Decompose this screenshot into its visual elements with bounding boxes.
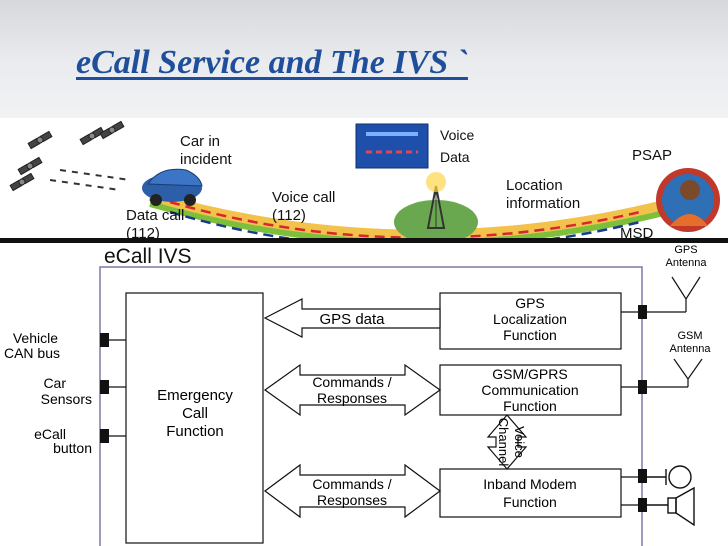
- microphone-icon: [647, 465, 692, 489]
- gps-block-line2: Localization: [493, 311, 567, 327]
- svg-text:eCall: eCall: [34, 426, 66, 442]
- location-info-line1: Location: [506, 177, 563, 194]
- gsm-antenna-label-line2: Antenna: [670, 343, 712, 355]
- ecall-ivs-diagram: eCall IVS Vehicle CAN bus Car Sensors eC…: [0, 243, 728, 546]
- gps-localization-block: [439, 292, 622, 350]
- input-car-sensors: Car Sensors: [41, 375, 109, 407]
- gps-data-label: GPS data: [319, 311, 385, 328]
- data-call-label-line1: Data call: [126, 207, 184, 224]
- legend-voice-label: Voice: [440, 127, 474, 143]
- inband-modem-block: [439, 468, 622, 518]
- gsm-antenna-icon: [647, 358, 703, 388]
- commands-arrow-1: [263, 363, 442, 417]
- input-ecall-button: eCall button: [34, 426, 109, 456]
- gps-antenna-icon: [647, 276, 701, 313]
- psap-operator-icon: [656, 168, 720, 232]
- svg-text:CAN bus: CAN bus: [4, 345, 60, 361]
- input-vehicle-can: Vehicle CAN bus: [4, 330, 109, 361]
- data-call-label-line2: (112): [126, 225, 160, 242]
- gps-antenna-label-line2: Antenna: [666, 257, 708, 269]
- emergency-block-line1: Emergency: [157, 387, 233, 404]
- msd-label: MSD: [620, 225, 654, 242]
- gps-antenna-label-line1: GPS: [674, 244, 697, 256]
- location-info-line2: information: [506, 195, 580, 212]
- mic-connector: [638, 469, 647, 483]
- ecall-overview: Voice Data Car in incident Voice call (1…: [0, 118, 728, 242]
- svg-text:Vehicle: Vehicle: [13, 330, 58, 346]
- cell-tower-icon: [394, 172, 478, 242]
- voice-channel-line1: Voice: [512, 426, 527, 458]
- voice-call-label-line1: Voice call: [272, 189, 335, 206]
- car-label-line1: Car in: [180, 133, 220, 150]
- voice-channel-line2: Channel: [496, 418, 511, 467]
- commands-1-line2: Responses: [317, 390, 387, 406]
- commands-2-line2: Responses: [317, 492, 387, 508]
- speaker-connector: [638, 498, 647, 512]
- gps-block-line1: GPS: [515, 295, 545, 311]
- modem-block-line1: Inband Modem: [483, 476, 576, 492]
- ivs-title: eCall IVS: [104, 245, 192, 268]
- voice-channel-arrow: [486, 414, 528, 470]
- svg-text:button: button: [53, 440, 92, 456]
- voice-call-label-line2: (112): [272, 207, 306, 224]
- emergency-block-line2: Call: [182, 405, 208, 422]
- commands-2-line1: Commands /: [312, 476, 391, 492]
- title-band: [0, 0, 728, 124]
- gps-data-arrow: [263, 298, 441, 338]
- gps-connector: [638, 305, 647, 319]
- svg-text:Sensors: Sensors: [41, 391, 92, 407]
- emergency-call-block: [125, 292, 264, 544]
- gsm-gprs-block: [439, 364, 622, 416]
- gsm-block-line3: Function: [503, 398, 557, 414]
- legend-box: [355, 123, 429, 169]
- car-label-line2: incident: [180, 151, 233, 168]
- band-divider: [0, 238, 728, 243]
- speaker-icon: [647, 486, 695, 527]
- satellite-icon: [9, 120, 125, 192]
- commands-arrow-2: [263, 463, 442, 519]
- legend-data-label: Data: [440, 149, 470, 165]
- gsm-block-line2: Communication: [481, 382, 578, 398]
- modem-block-line2: Function: [503, 494, 557, 510]
- ivs-frame: [99, 266, 643, 546]
- gps-block-line3: Function: [503, 327, 557, 343]
- gsm-connector: [638, 380, 647, 394]
- psap-label: PSAP: [632, 147, 672, 164]
- slide-title: eCall Service and The IVS `: [76, 44, 468, 81]
- gsm-antenna-label-line1: GSM: [677, 330, 702, 342]
- emergency-block-line3: Function: [166, 423, 224, 440]
- car-icon: [142, 168, 203, 206]
- svg-text:Car: Car: [43, 375, 66, 391]
- gsm-block-line1: GSM/GPRS: [492, 366, 567, 382]
- commands-1-line1: Commands /: [312, 374, 391, 390]
